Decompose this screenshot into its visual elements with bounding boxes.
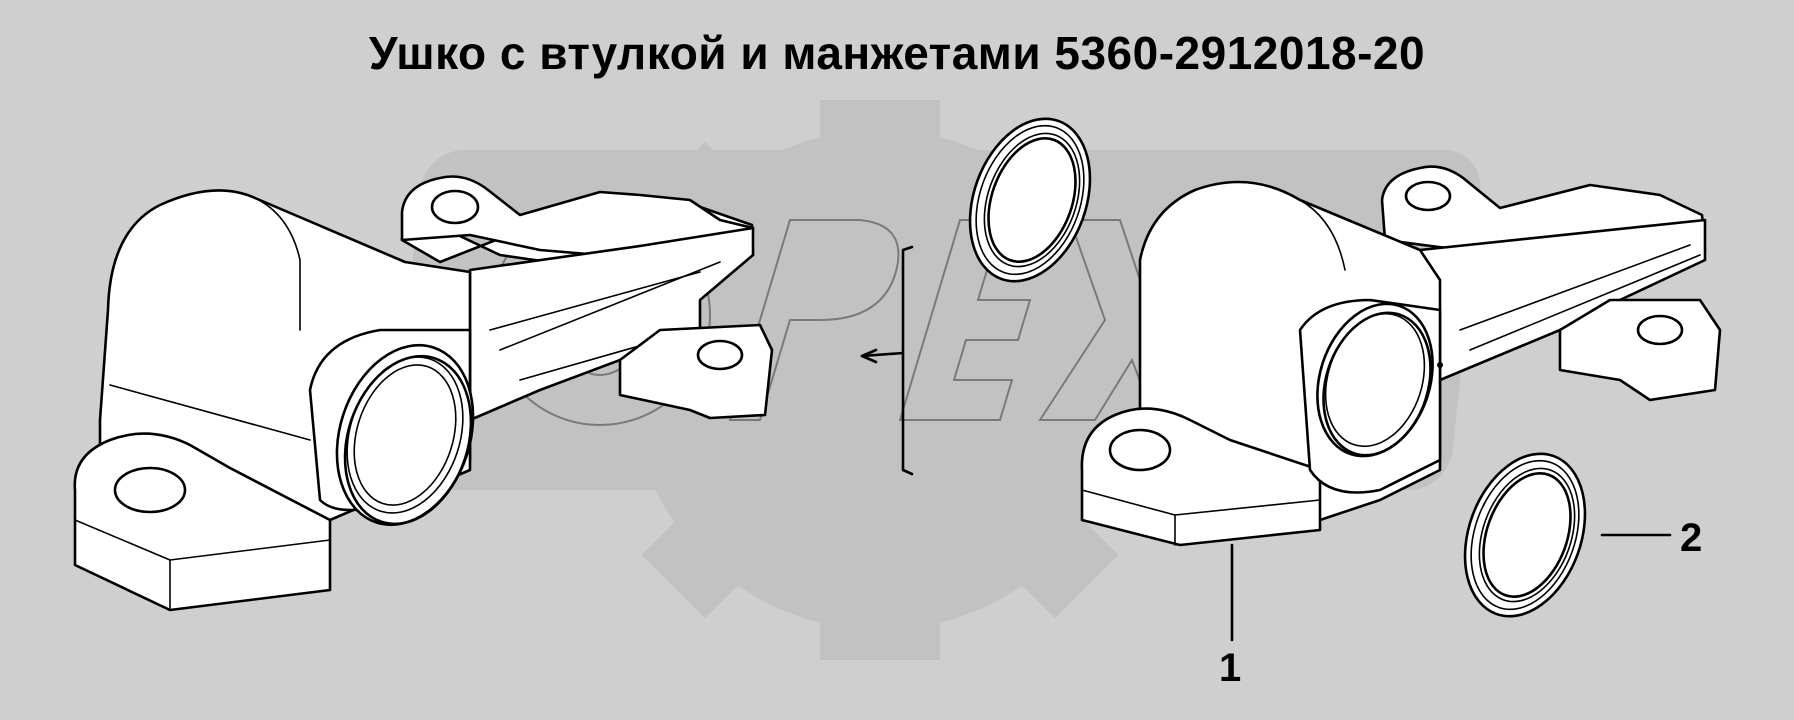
- right-eye-housing: [1080, 165, 1722, 547]
- upper-cuff-ring: [968, 117, 1092, 283]
- assembly-bracket: [860, 245, 914, 476]
- callout-label-1: 1: [1219, 646, 1242, 690]
- callout-label-2: 2: [1680, 516, 1703, 560]
- lower-cuff-ring: [1463, 452, 1587, 618]
- left-eye-housing: [73, 175, 774, 612]
- diagram-title: Ушко с втулкой и манжетами 5360-2912018-…: [368, 27, 1426, 79]
